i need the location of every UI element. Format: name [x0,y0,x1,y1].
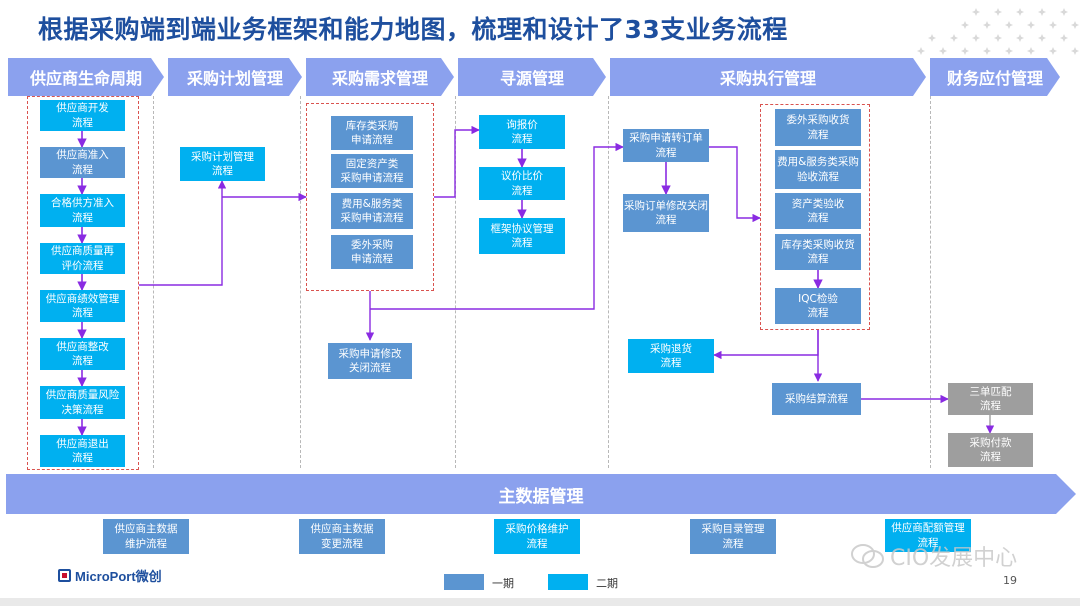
decorative-star [994,34,1002,42]
box-supplier-master-maintain: 供应商主数据 维护流程 [103,519,189,554]
decorative-star [1016,34,1024,42]
box-purchase-price-maintain: 采购价格维护 流程 [494,519,580,554]
box-three-way-match: 三单匹配 流程 [948,383,1033,415]
decorative-star [972,8,980,16]
header-procurement-execution: 采购执行管理 [610,58,926,96]
decorative-star [983,21,991,29]
box-supplier-rectification: 供应商整改 流程 [40,338,125,370]
decorative-star [961,47,969,55]
box-request-to-order: 采购申请转订单 流程 [623,129,709,162]
decorative-star [917,47,925,55]
arrow-lifecycle-to-plan [139,180,227,286]
box-fixed-asset-purchase-request: 固定资产类 采购申请流程 [331,154,413,188]
header-finance-payable: 财务应付管理 [930,58,1060,96]
master-data-band: 主数据管理 [6,474,1076,514]
decorative-star [1005,47,1013,55]
decorative-star [1071,21,1079,29]
box-procurement-plan: 采购计划管理 流程 [180,147,265,181]
decorative-star [1060,8,1068,16]
box-purchase-settlement: 采购结算流程 [772,383,861,415]
arrow-order-to-receiving [709,146,761,223]
box-inquiry-quotation: 询报价 流程 [479,115,565,149]
column-divider [455,96,456,468]
box-expense-service-purchase-request: 费用&服务类 采购申请流程 [331,193,413,229]
box-price-negotiation: 议价比价 流程 [479,167,565,200]
box-supplier-master-change: 供应商主数据 变更流程 [299,519,385,554]
box-purchase-catalog: 采购目录管理 流程 [690,519,776,554]
header-procurement-demand: 采购需求管理 [306,58,454,96]
box-iqc-inspection: IQC检验 流程 [775,288,861,324]
box-qualified-supplier-admission: 合格供方准入 流程 [40,194,125,227]
box-order-modify-close: 采购订单修改关闭 流程 [623,194,709,232]
header-procurement-plan: 采购计划管理 [168,58,302,96]
decorative-star [1027,21,1035,29]
box-framework-agreement: 框架协议管理 流程 [479,218,565,254]
company-logo: MicroPort微创 [58,566,162,585]
slide-title: 根据采购端到端业务框架和能力地图，梳理和设计了33支业务流程 [38,15,788,44]
logo-text: MicroPort微创 [75,569,162,584]
decorative-star [1038,34,1046,42]
decorative-star-pattern [917,8,1079,55]
box-purchase-request-modify-close: 采购申请修改 关闭流程 [328,343,412,379]
decorative-star [1049,47,1057,55]
box-purchase-return: 采购退货 流程 [628,339,714,373]
decorative-star [994,8,1002,16]
decorative-star [1071,47,1079,55]
column-divider [608,96,609,468]
decorative-star [1027,47,1035,55]
arrow-receiving-to-return [713,330,819,360]
legend-label-phase2: 二期 [596,577,618,590]
page-number: 19 [1003,574,1017,587]
legend-swatch-phase1 [444,574,484,590]
legend-swatch-phase2 [548,574,588,590]
column-divider [153,96,154,468]
column-divider [300,96,301,468]
box-supplier-development: 供应商开发 流程 [40,100,125,131]
box-purchase-payment: 采购付款 流程 [948,433,1033,467]
legend-label-phase1: 一期 [492,577,514,590]
box-inventory-purchase-request: 库存类采购 申请流程 [331,116,413,150]
box-asset-acceptance: 资产类验收 流程 [775,193,861,229]
bottom-strip [0,598,1080,606]
decorative-star [1049,21,1057,29]
decorative-star [983,47,991,55]
box-supplier-quality-risk: 供应商质量风险 决策流程 [40,386,125,419]
box-supplier-performance: 供应商绩效管理 流程 [40,290,125,322]
decorative-star [972,34,980,42]
decorative-star [928,34,936,42]
header-supplier-lifecycle: 供应商生命周期 [8,58,164,96]
watermark-text: CIO发展中心 [890,546,1018,571]
decorative-star [1038,8,1046,16]
decorative-star [950,34,958,42]
header-sourcing: 寻源管理 [458,58,606,96]
box-expense-service-acceptance: 费用&服务类采购 验收流程 [775,150,861,189]
box-supplier-exit: 供应商退出 流程 [40,435,125,467]
watermark: CIO发展中心 [850,540,1017,572]
decorative-star [939,47,947,55]
decorative-star [1016,8,1024,16]
decorative-star [1005,21,1013,29]
box-inventory-receipt: 库存类采购收货 流程 [775,234,861,270]
wechat-icon [851,544,884,568]
column-divider [930,96,931,468]
box-supplier-quality-reevaluation: 供应商质量再 评价流程 [40,243,125,274]
decorative-star [961,21,969,29]
box-outsourcing-receipt: 委外采购收货 流程 [775,109,861,146]
lifecycle-group [27,96,139,470]
box-outsourcing-purchase-request: 委外采购 申请流程 [331,235,413,269]
arrow-demand-to-sourcing [434,125,480,198]
box-supplier-admission: 供应商准入 流程 [40,147,125,178]
box-supplier-quota: 供应商配额管理 流程 [885,519,971,552]
decorative-star [1060,34,1068,42]
logo-icon [58,569,71,582]
